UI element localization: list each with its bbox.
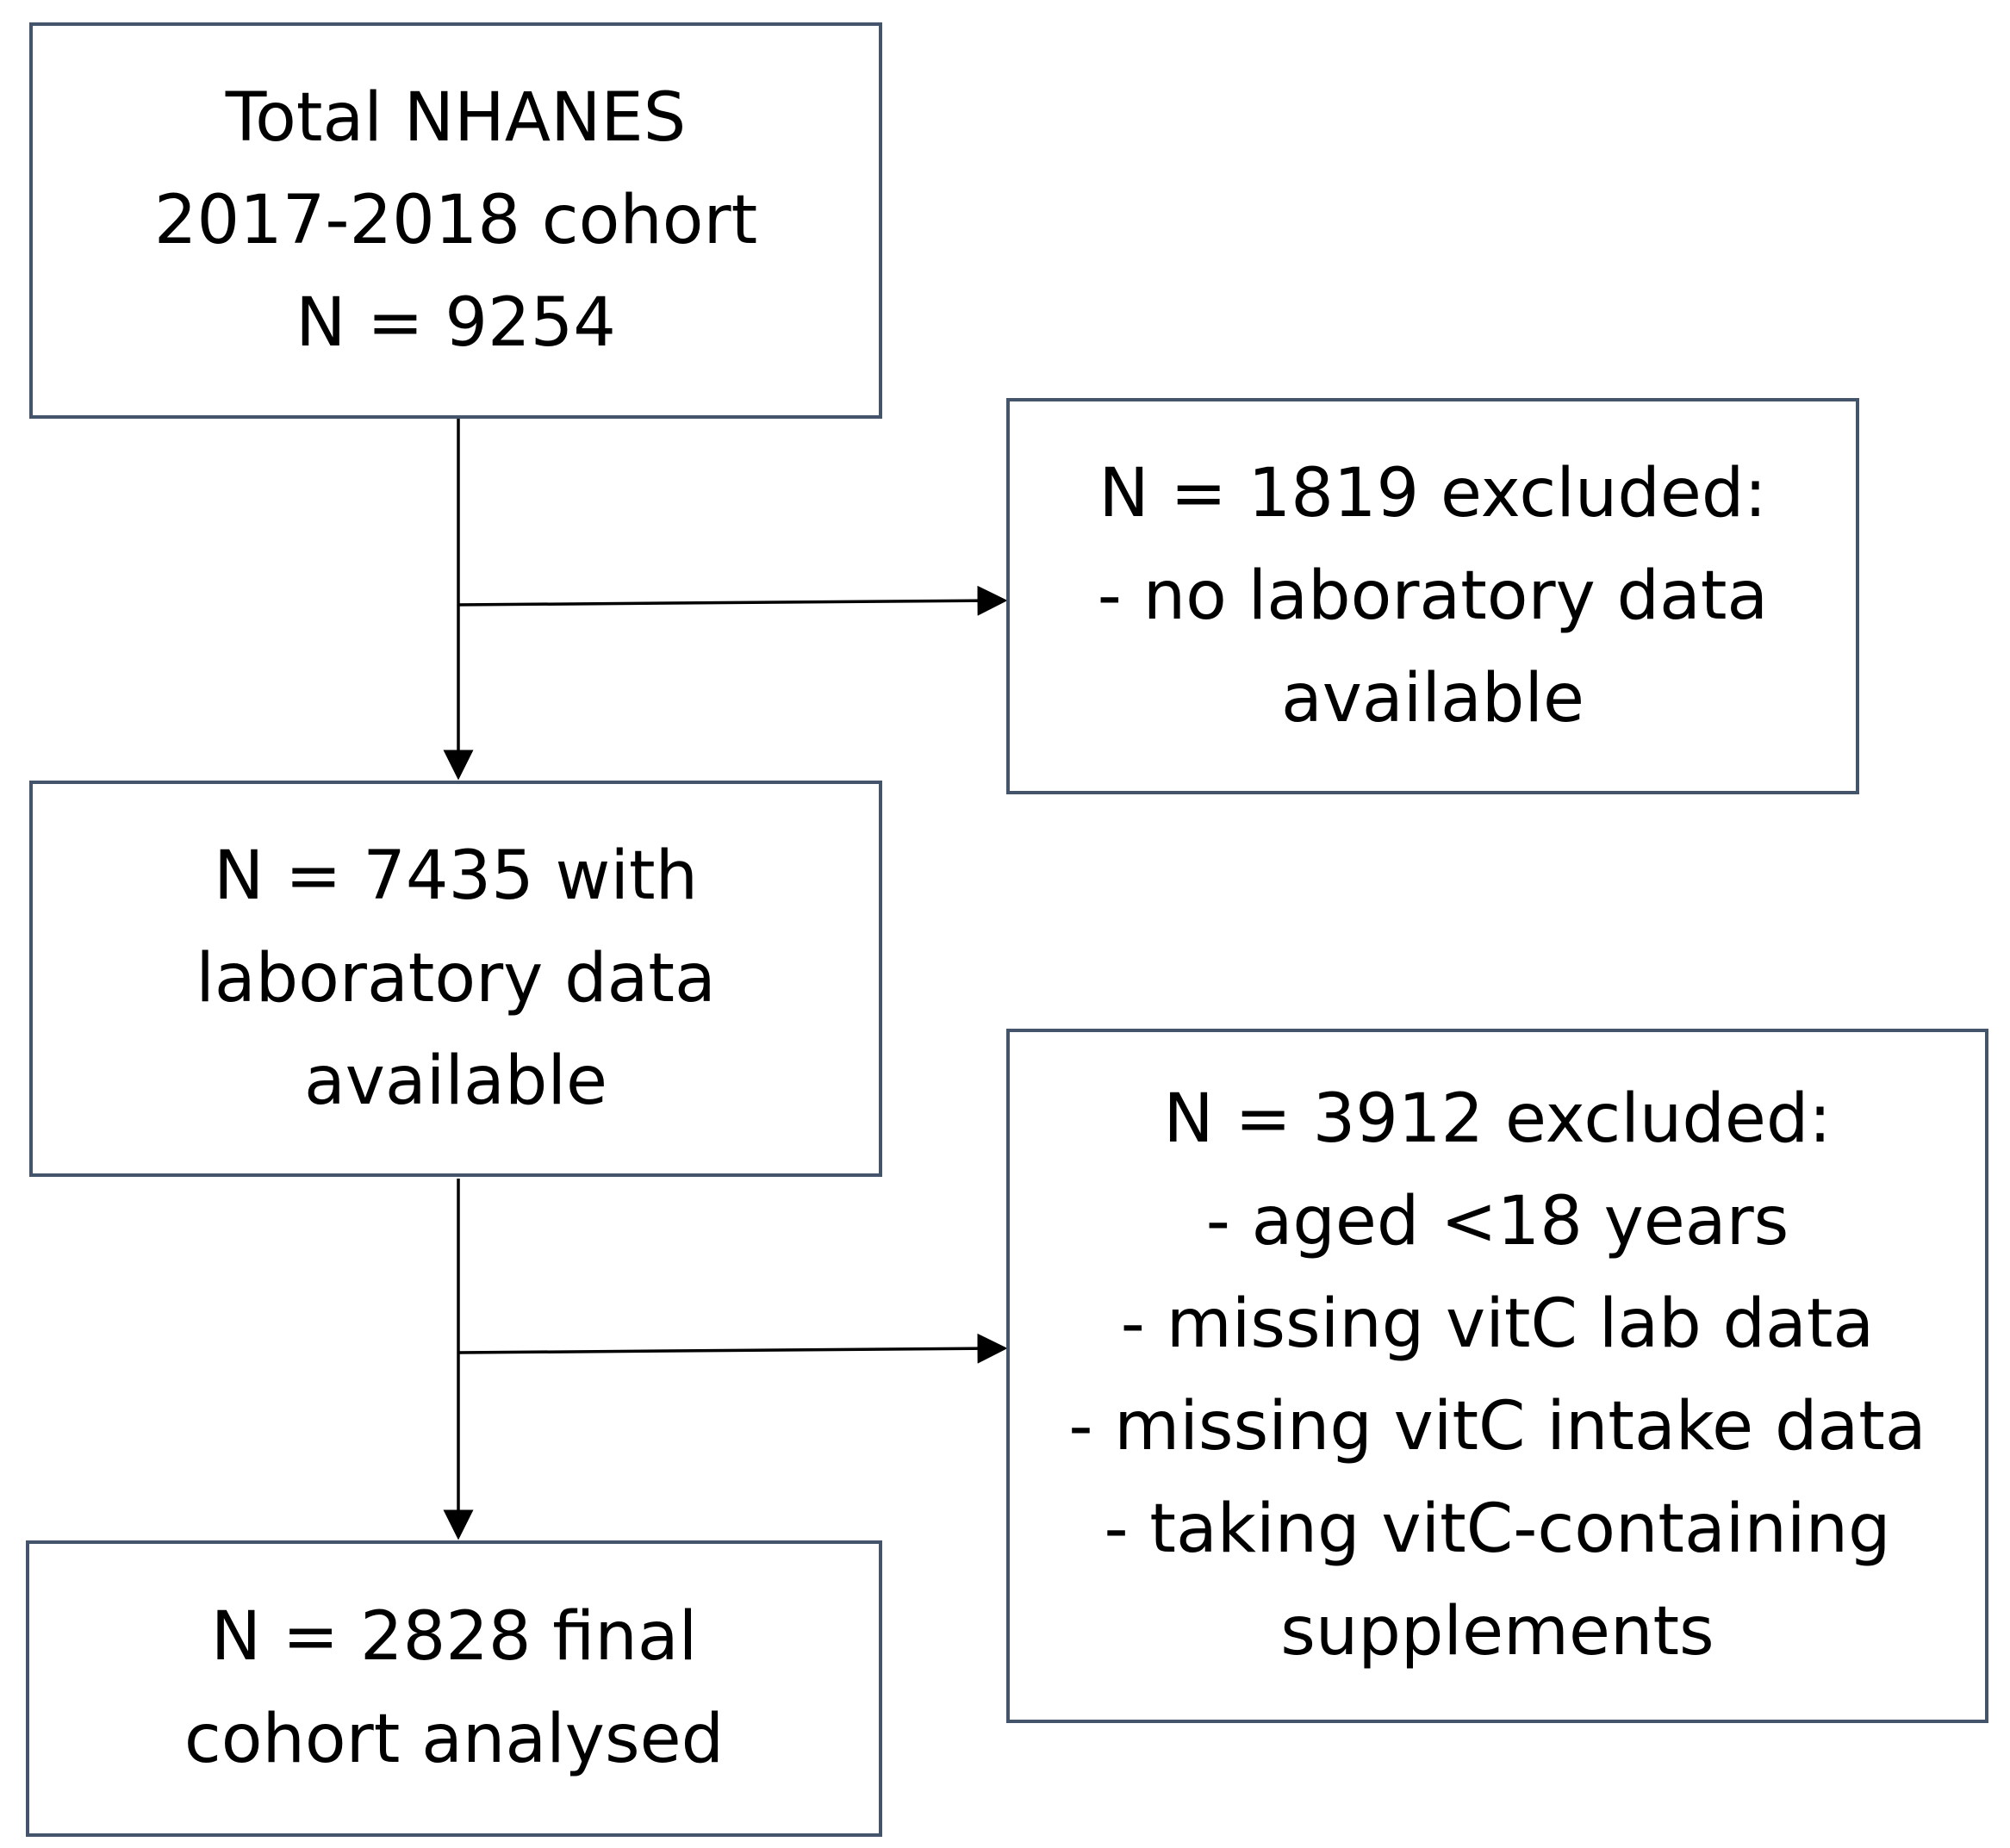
box-final-line-2: cohort analysed xyxy=(184,1701,725,1778)
box-final-line-1: N = 2828 final xyxy=(210,1598,698,1676)
box-excluded1-line-3: available xyxy=(1280,659,1585,737)
box-excluded-no-lab: N = 1819 excluded: - no laboratory data … xyxy=(1006,398,1859,794)
box-excluded2-line-4: - missing vitC intake data xyxy=(1068,1388,1926,1465)
box-with-lab-line-2: laboratory data xyxy=(196,939,716,1017)
box-total-line-2: 2017-2018 cohort xyxy=(153,181,758,259)
box-excluded2-line-5: - taking vitC-containing xyxy=(1104,1490,1891,1568)
box-total-line-1: Total NHANES xyxy=(225,78,687,157)
box-excluded2-line-3: - missing vitC lab data xyxy=(1120,1285,1875,1363)
box-excluded2-line-1: N = 3912 excluded: xyxy=(1163,1080,1832,1158)
box-total-line-3: N = 9254 xyxy=(296,283,616,362)
box-with-lab-data: N = 7435 with laboratory data available xyxy=(29,781,882,1177)
box-excluded1-line-2: - no laboratory data xyxy=(1097,557,1769,635)
box-with-lab-line-1: N = 7435 with xyxy=(213,837,699,915)
box-total-cohort: Total NHANES 2017-2018 cohort N = 9254 xyxy=(29,22,882,419)
box-excluded-criteria: N = 3912 excluded: - aged <18 years - mi… xyxy=(1006,1029,1988,1723)
box-with-lab-line-3: available xyxy=(303,1042,608,1120)
arrow-to-excluded1 xyxy=(457,585,1008,616)
box-excluded1-line-1: N = 1819 excluded: xyxy=(1098,454,1767,532)
box-excluded2-line-6: supplements xyxy=(1280,1593,1714,1671)
arrow-to-excluded2 xyxy=(457,1333,1008,1364)
box-excluded2-line-2: - aged <18 years xyxy=(1205,1183,1789,1260)
box-final-cohort: N = 2828 final cohort analysed xyxy=(26,1540,882,1837)
